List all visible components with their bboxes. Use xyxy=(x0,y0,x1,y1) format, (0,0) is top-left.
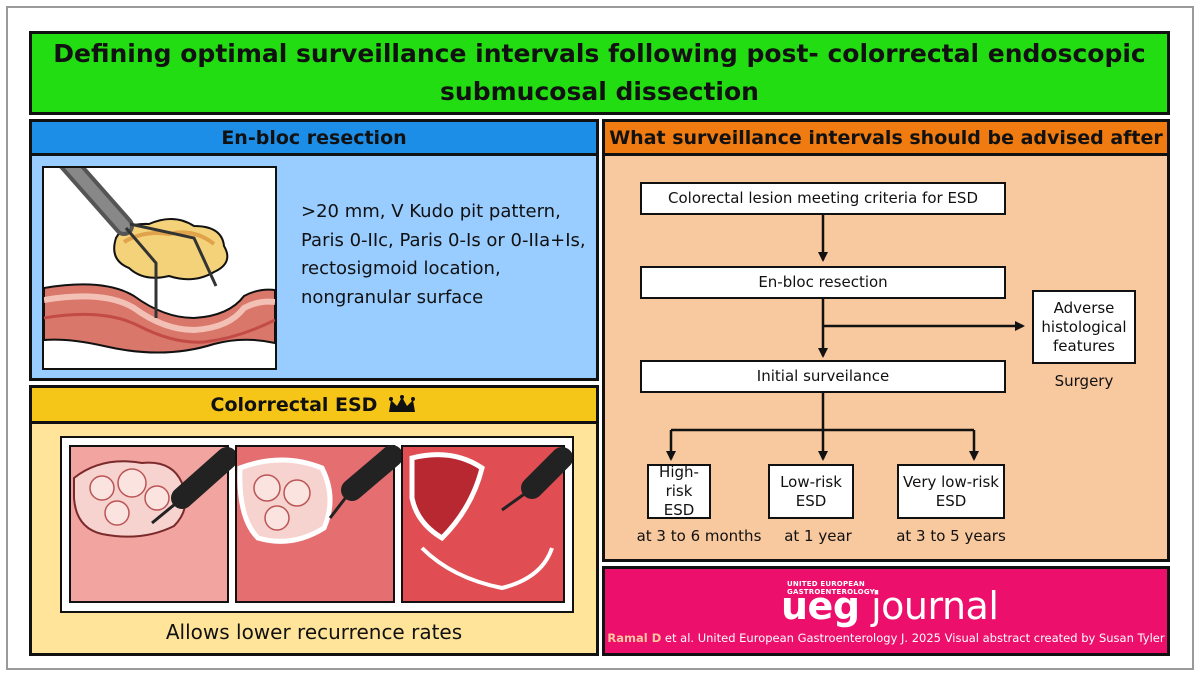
label-high-risk-interval: at 3 to 6 months xyxy=(636,527,762,545)
enbloc-panel: En-bloc resection >20 mm, V Kudo pit pat… xyxy=(29,119,599,381)
logo-ueg: ueg xyxy=(781,584,860,628)
ueg-journal-logo: ueg journal xyxy=(781,583,999,629)
flowchart-arrows xyxy=(666,215,1025,461)
label-very-low-risk-interval: at 3 to 5 years xyxy=(896,527,1006,545)
box-high-risk: High-risk ESD xyxy=(647,463,711,519)
enbloc-criteria-text: >20 mm, V Kudo pit pattern, Paris 0-IIc,… xyxy=(301,201,586,308)
esd-heading: Colorrectal ESD xyxy=(32,388,596,424)
surveillance-heading: What surveillance intervals should be ad… xyxy=(605,122,1167,156)
footer-panel: UNITED EUROPEAN GASTROENTEROLOGY ueg jou… xyxy=(602,566,1170,656)
page-title: Defining optimal surveillance intervals … xyxy=(29,31,1170,115)
esd-benefit-text: Allows lower recurrence rates xyxy=(165,620,463,644)
enbloc-illustration xyxy=(42,148,277,370)
label-surgery: Surgery xyxy=(1054,372,1114,390)
ueg-org-line1: UNITED EUROPEAN xyxy=(787,580,865,588)
label-low-risk-interval: at 1 year xyxy=(784,527,852,545)
logo-journal: journal xyxy=(859,584,999,628)
esd-procedure-illustrations xyxy=(60,436,574,613)
box-very-low-risk: Very low-risk ESD xyxy=(897,464,1005,519)
citation-text: Ramal D et al. United European Gastroent… xyxy=(605,631,1167,645)
citation-author: Ramal D xyxy=(607,631,662,645)
citation-rest: et al. United European Gastroenterology … xyxy=(661,631,1165,645)
esd-heading-text: Colorrectal ESD xyxy=(210,393,378,416)
box-initial-surveillance: Initial surveilance xyxy=(640,360,1006,393)
box-lesion-criteria: Colorectal lesion meeting criteria for E… xyxy=(640,182,1006,215)
ueg-org-line2: GASTROENTEROLOGY xyxy=(787,588,875,596)
snare-resection-drawing xyxy=(43,148,276,354)
box-enbloc-resection: En-bloc resection xyxy=(640,266,1006,299)
esd-panel: Colorrectal ESD xyxy=(29,385,599,656)
ueg-org-name: UNITED EUROPEAN GASTROENTEROLOGY xyxy=(787,580,875,596)
surveillance-panel: What surveillance intervals should be ad… xyxy=(602,119,1170,562)
box-adverse-features: Adverse histological features xyxy=(1032,290,1136,364)
esd-steps-drawing xyxy=(69,445,573,603)
enbloc-heading: En-bloc resection xyxy=(32,122,596,156)
crown-icon xyxy=(389,394,416,412)
box-low-risk: Low-risk ESD xyxy=(768,464,854,519)
